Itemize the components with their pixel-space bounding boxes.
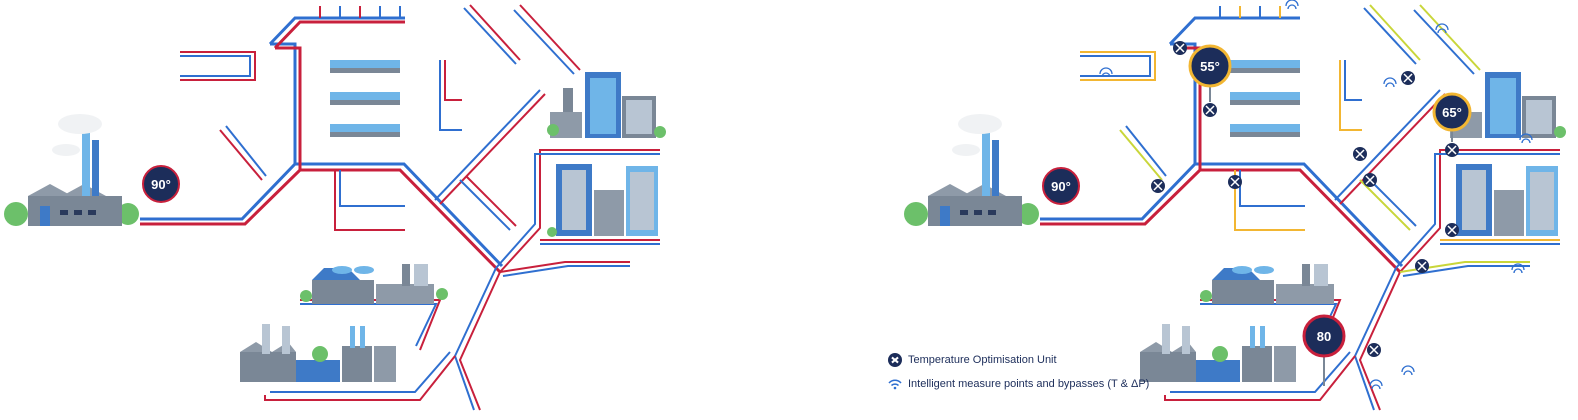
badge-label: 55° xyxy=(1200,59,1220,74)
mid-buildings-right xyxy=(1447,164,1558,237)
branches-left xyxy=(180,4,660,411)
mid-buildings-left xyxy=(547,164,658,237)
optimisation-unit-icon xyxy=(1445,223,1459,237)
temperature-badge-65: 65° xyxy=(1432,92,1472,142)
wifi-icon xyxy=(1099,67,1113,78)
industry-mid-left xyxy=(300,264,448,304)
temperature-badge-right-plant: 90° xyxy=(1042,167,1080,205)
optimisation-unit-icon xyxy=(1363,173,1377,187)
right-network-panel: 90° 55° 65° 80 xyxy=(904,0,1566,411)
optimisation-unit-icon xyxy=(1228,175,1242,189)
wifi-icon xyxy=(1401,365,1415,376)
optimisation-unit-icon xyxy=(1203,103,1217,117)
temperature-badge-80: 80 xyxy=(1302,314,1346,386)
wifi-icon xyxy=(1369,379,1383,390)
legend-item: Temperature Optimisation Unit xyxy=(888,350,1208,370)
measure-points-right xyxy=(1099,0,1533,390)
wifi-icon xyxy=(1285,0,1299,10)
wifi-icon xyxy=(1435,23,1449,34)
houses-left xyxy=(330,60,400,137)
optimisation-unit-icon xyxy=(1415,259,1429,273)
optimisation-unit-icon xyxy=(1173,41,1187,55)
temperature-optimisation-unit-icon xyxy=(888,353,902,367)
badge-label: 65° xyxy=(1442,105,1462,120)
temperature-badge-left: 90° xyxy=(142,165,180,203)
office-buildings-left xyxy=(547,72,666,138)
legend-item: Intelligent measure points and bypasses … xyxy=(888,374,1208,394)
optimisation-units-right xyxy=(1151,41,1459,357)
legend-label: Intelligent measure points and bypasses … xyxy=(908,378,1150,390)
temperature-badge-55: 55° xyxy=(1188,44,1232,102)
left-network-panel: 90° xyxy=(4,4,666,411)
heat-plant-left xyxy=(4,114,139,226)
legend-label: Temperature Optimisation Unit xyxy=(908,354,1057,366)
wifi-icon xyxy=(1511,263,1525,274)
heat-plant-right xyxy=(904,114,1039,226)
wifi-icon xyxy=(1383,77,1397,88)
industry-bottom-right xyxy=(1140,324,1296,382)
plant-temperature-right: 90° xyxy=(1051,179,1071,194)
industry-mid-right xyxy=(1200,264,1334,304)
optimisation-unit-icon xyxy=(1401,71,1415,85)
plant-temperature-left: 90° xyxy=(151,177,171,192)
legend: Temperature Optimisation Unit Intelligen… xyxy=(888,350,1208,398)
wifi-icon xyxy=(1519,133,1533,144)
branches-right xyxy=(1080,4,1560,411)
optimisation-unit-icon xyxy=(1353,147,1367,161)
optimisation-unit-icon xyxy=(1445,143,1459,157)
badge-label: 80 xyxy=(1317,329,1331,344)
optimisation-unit-icon xyxy=(1151,179,1165,193)
industry-bottom-left xyxy=(240,324,396,382)
houses-right xyxy=(1230,60,1300,137)
wifi-icon xyxy=(888,379,902,390)
optimisation-unit-icon xyxy=(1367,343,1381,357)
